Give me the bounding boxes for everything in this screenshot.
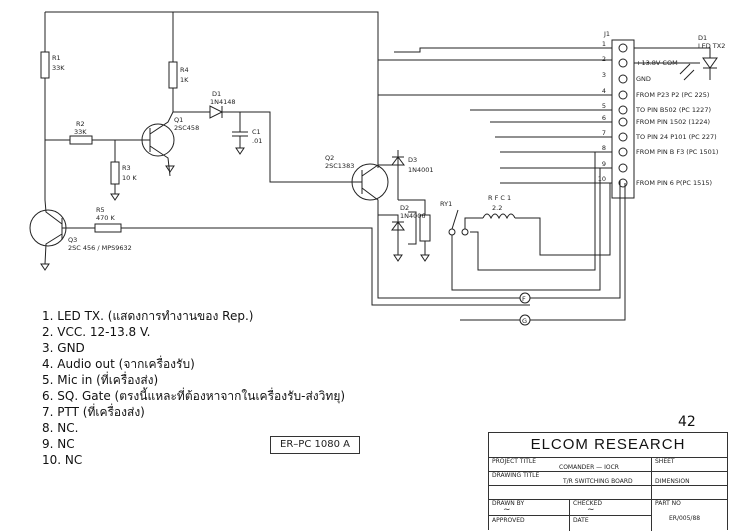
marker-f: F	[522, 295, 526, 303]
connector-pin-label: FROM P23 P2 (PC 225)	[636, 91, 709, 99]
drawing-title-label: DRAWING TITLE	[492, 472, 540, 479]
connector-pin-label: FROM PIN 1502 (1224)	[636, 118, 710, 126]
pin-notes-list: 1. LED TX. (แสดงการทำงานของ Rep.) 2. VCC…	[42, 308, 345, 468]
pin-note: 5. Mic in (ที่เครื่องส่ง)	[42, 373, 159, 387]
connector-pin-number: 7	[602, 129, 606, 137]
q3-ref: Q3	[68, 236, 77, 244]
date-label: DATE	[573, 517, 589, 524]
j1-ref: J1	[603, 30, 610, 38]
r2-ref: R2	[76, 120, 85, 128]
r2-resistor	[69, 135, 93, 145]
q1-value: 2SC458	[174, 124, 199, 132]
q2-value: 2SC1383	[325, 162, 354, 170]
connector-pin-number: 3	[602, 71, 606, 79]
pin-note: 2. VCC. 12-13.8 V.	[42, 325, 151, 339]
checked-label: CHECKED	[573, 500, 603, 507]
q1-ref: Q1	[174, 116, 183, 124]
led-value: LED TX2	[698, 42, 725, 50]
r5-resistor	[94, 223, 122, 233]
connector-pin-number: 10	[598, 175, 606, 183]
r3-resistor	[110, 161, 120, 185]
connector-pin-number: 9	[602, 160, 606, 168]
d1-value: 1N4148	[210, 98, 236, 106]
connector-pin-label: FROM PIN B F3 (PC 1501)	[636, 148, 718, 156]
r4-ref: R4	[180, 66, 189, 74]
project-title-value: COMANDER — IOCR	[559, 464, 619, 471]
pin-note: 6. SQ. Gate (ตรงนี้แหละที่ต้องหาจากในเคร…	[42, 389, 346, 403]
r4-value: 1K	[180, 76, 189, 84]
pin-note: 3. GND	[42, 341, 85, 355]
connector-pin-number: 8	[602, 144, 606, 152]
part-no-label: PART NO	[655, 500, 681, 507]
marker-g: G	[522, 317, 527, 325]
rfc1-ref: R F C 1	[488, 194, 511, 202]
d3-value: 1N4001	[408, 166, 434, 174]
r3-value: 10 K	[122, 174, 137, 182]
checked-signature: ~	[587, 505, 595, 515]
connector-pin-label: TO PIN 24 P101 (PC 227)	[635, 133, 717, 141]
pin-note: 1. LED TX. (แสดงการทำงานของ Rep.)	[42, 309, 254, 323]
dimension-label: DIMENSION	[655, 478, 690, 485]
company-name: ELCOM RESEARCH	[489, 433, 727, 458]
r1-value: 33K	[52, 64, 65, 72]
r1-ref: R1	[52, 54, 61, 62]
r1-resistor	[40, 51, 50, 79]
r4-resistor	[168, 61, 178, 89]
drawing-title-value: T/R SWITCHING BOARD	[563, 478, 633, 485]
connector-pin-label: GND	[636, 75, 651, 83]
drawn-by-signature: ~	[503, 505, 511, 515]
r5-value: 470 K	[96, 214, 115, 222]
connector-pin-number: 4	[602, 87, 606, 95]
q2-ref: Q2	[325, 154, 334, 162]
d2-value: 1N4006	[400, 212, 426, 220]
pin-note: 7. PTT (ที่เครื่องส่ง)	[42, 405, 145, 419]
d3-ref: D3	[408, 156, 417, 164]
part-no-value: ER/005/88	[669, 515, 701, 522]
led-ref: D1	[698, 34, 707, 42]
connector-pin-number: 5	[602, 102, 606, 110]
sheet-number: 42	[678, 414, 696, 430]
connector-pin-label: +13.8V COM	[636, 59, 678, 67]
c1-ref: C1	[252, 128, 261, 136]
connector-pin-number: 1	[602, 40, 606, 48]
pin-note: 10. NC	[42, 453, 83, 467]
connector-pin-label: FROM PIN 6 P(PC 1515)	[636, 179, 712, 187]
r2-value: 33K	[74, 128, 87, 136]
drawing-reference-box: ER–PC 1080 A	[270, 436, 360, 454]
connector-pin-number: 6	[602, 114, 606, 122]
connector-pin-number: 2	[602, 55, 606, 63]
sheet-label: SHEET	[655, 458, 675, 465]
pin-note: 4. Audio out (จากเครื่องรับ)	[42, 357, 195, 371]
d2-ref: D2	[400, 204, 409, 212]
approved-label: APPROVED	[492, 517, 525, 524]
r3-ref: R3	[122, 164, 131, 172]
ry1-ref: RY1	[440, 200, 452, 208]
rfc1-value: 2.2	[492, 204, 502, 212]
connector-pin-label: TO PIN B502 (PC 1227)	[635, 106, 711, 114]
drawn-by-label: DRAWN BY	[492, 500, 525, 507]
j1-connector	[611, 39, 635, 199]
connector-pin-circles	[618, 43, 628, 188]
r5-ref: R5	[96, 206, 105, 214]
pin-note: 9. NC	[42, 437, 75, 451]
c1-value: .01	[252, 137, 262, 145]
pin-note: 8. NC.	[42, 421, 79, 435]
title-block: ELCOM RESEARCH PROJECT TITLE COMANDER — …	[488, 432, 728, 531]
d1-ref: D1	[212, 90, 221, 98]
q3-value: 2SC 456 / MPS9632	[68, 244, 132, 252]
project-title-label: PROJECT TITLE	[492, 458, 537, 465]
